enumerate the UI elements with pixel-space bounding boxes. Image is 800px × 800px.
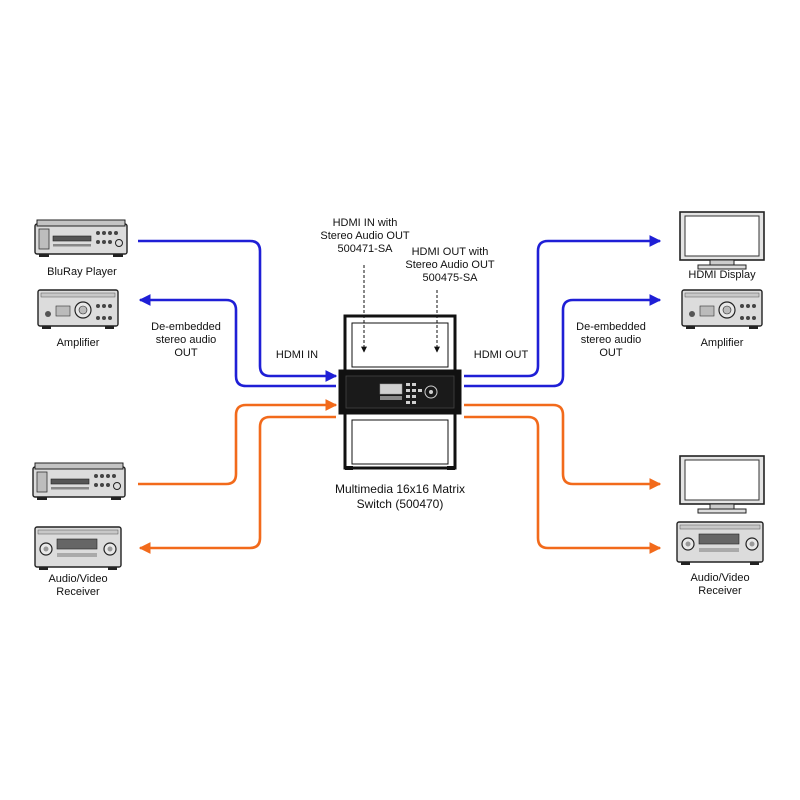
hdmi-display-icon [679,211,765,270]
hdmi-out-label: HDMI OUT [473,349,529,361]
amplifier-icon [681,289,763,330]
amplifier-right-label: Amplifier [700,337,744,349]
hdmi-display-label: HDMI Display [688,269,756,281]
hdmi-in-label: HDMI IN [275,349,319,361]
hdmi-paths [138,235,662,388]
av-paths [138,399,662,554]
av-receiver-icon [34,526,122,571]
hdmi-display-icon [679,455,765,514]
matrix-switch-icon [338,314,462,470]
bluray-player-icon [34,219,128,258]
bluray-player-label: BluRay Player [47,266,117,278]
amplifier-icon [37,289,119,330]
bluray-player-icon [32,462,126,501]
card-pointers [361,265,440,353]
amplifier-left-label: Amplifier [56,337,100,349]
av-receiver-icon [676,521,764,566]
